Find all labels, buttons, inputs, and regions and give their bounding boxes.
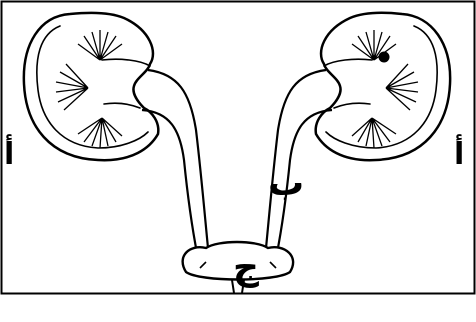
label-bladder: ج	[233, 250, 259, 286]
right-kidney-pyramids	[352, 30, 418, 148]
right-kidney	[316, 13, 450, 160]
left-ureter	[142, 70, 210, 268]
left-kidney-pyramids	[56, 30, 122, 148]
left-kidney	[24, 13, 158, 160]
label-kidney-left: أ	[4, 140, 14, 170]
label-kidney-right: أ	[454, 140, 464, 170]
label-ureter: ب	[268, 166, 304, 202]
marker-dot	[379, 52, 390, 63]
